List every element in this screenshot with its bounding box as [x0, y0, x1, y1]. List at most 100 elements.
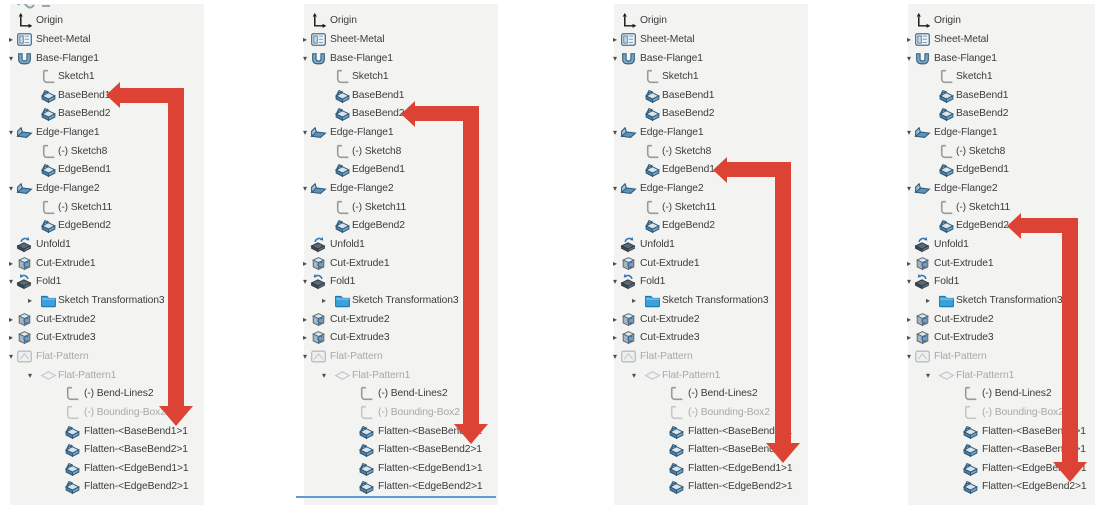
tree-item-base-flange1[interactable]: ▾Base-Flange1 — [2, 49, 207, 68]
tree-item-flat-pattern[interactable]: ▾Flat-Pattern — [606, 347, 811, 366]
chevron-down-icon[interactable]: ▾ — [612, 351, 617, 361]
tree-item-cut-extrude2[interactable]: ▸Cut-Extrude2 — [606, 310, 811, 329]
tree-item-edge-flange2[interactable]: ▾Edge-Flange2 — [606, 179, 811, 198]
chevron-down-icon[interactable]: ▾ — [8, 128, 13, 138]
tree-item-flat-pattern1[interactable]: ▾Flat-Pattern1 — [2, 366, 207, 385]
tree-item-fold1[interactable]: ▾Fold1 — [296, 272, 501, 291]
tree-item-edgebend1[interactable]: EdgeBend1 — [296, 160, 501, 179]
chevron-down-icon[interactable]: ▾ — [8, 184, 13, 194]
tree-item-sketch-transformation3[interactable]: ▸Sketch Transformation3 — [900, 291, 1095, 310]
chevron-down-icon[interactable]: ▾ — [302, 53, 307, 63]
tree-item-edgebend2[interactable]: EdgeBend2 — [606, 216, 811, 235]
tree-item-basebend2[interactable]: BaseBend2 — [606, 104, 811, 123]
tree-item-sketch1[interactable]: Sketch1 — [296, 67, 501, 86]
chevron-down-icon[interactable]: ▾ — [906, 53, 911, 63]
tree-item-edgebend2[interactable]: EdgeBend2 — [2, 216, 207, 235]
tree-item-flat-pattern[interactable]: ▾Flat-Pattern — [900, 347, 1095, 366]
tree-item-flatten-basebend1-1[interactable]: Flatten-<BaseBend1>1 — [2, 422, 207, 441]
tree-item-basebend1[interactable]: BaseBend1 — [606, 86, 811, 105]
tree-item-flat-pattern[interactable]: ▾Flat-Pattern — [296, 347, 501, 366]
tree-item-sketch8[interactable]: (-) Sketch8 — [2, 142, 207, 161]
tree-item-cut-extrude2[interactable]: ▸Cut-Extrude2 — [296, 310, 501, 329]
tree-item-edgebend2[interactable]: EdgeBend2 — [296, 216, 501, 235]
chevron-down-icon[interactable]: ▾ — [612, 277, 617, 287]
tree-item-sheet-metal[interactable]: ▸Sheet-Metal — [606, 30, 811, 49]
tree-item-origin[interactable]: Origin — [296, 11, 501, 30]
tree-item-edgebend1[interactable]: EdgeBend1 — [900, 160, 1095, 179]
tree-item-flatten-basebend2-1[interactable]: Flatten-<BaseBend2>1 — [900, 440, 1095, 459]
tree-item-edge-flange2[interactable]: ▾Edge-Flange2 — [296, 179, 501, 198]
tree-item-origin[interactable]: Origin — [606, 11, 811, 30]
tree-item-sketch11[interactable]: (-) Sketch11 — [606, 198, 811, 217]
chevron-right-icon[interactable]: ▸ — [27, 295, 32, 305]
tree-item-fold1[interactable]: ▾Fold1 — [606, 272, 811, 291]
tree-item-flatten-basebend2-1[interactable]: Flatten-<BaseBend2>1 — [2, 440, 207, 459]
tree-item-bounding-box2[interactable]: (-) Bounding-Box2 — [606, 403, 811, 422]
tree-item-basebend2[interactable]: BaseBend2 — [296, 104, 501, 123]
tree-item-edge-flange1[interactable]: ▾Edge-Flange1 — [606, 123, 811, 142]
chevron-right-icon[interactable]: ▸ — [321, 295, 326, 305]
tree-item-cut-extrude3[interactable]: ▸Cut-Extrude3 — [900, 328, 1095, 347]
chevron-right-icon[interactable]: ▸ — [906, 258, 911, 268]
chevron-right-icon[interactable]: ▸ — [906, 314, 911, 324]
tree-item-flatten-basebend2-1[interactable]: Flatten-<BaseBend2>1 — [606, 440, 811, 459]
tree-item-basebend1[interactable]: BaseBend1 — [296, 86, 501, 105]
tree-item-sketch-transformation3[interactable]: ▸Sketch Transformation3 — [606, 291, 811, 310]
tree-item-unfold1[interactable]: Unfold1 — [606, 235, 811, 254]
chevron-right-icon[interactable]: ▸ — [631, 295, 636, 305]
tree-item-flatten-edgebend1-1[interactable]: Flatten-<EdgeBend1>1 — [900, 459, 1095, 478]
chevron-right-icon[interactable]: ▸ — [906, 34, 911, 44]
tree-item-edge-flange1[interactable]: ▾Edge-Flange1 — [296, 123, 501, 142]
tree-item-flatten-basebend1-1[interactable]: Flatten-<BaseBend1>1 — [296, 422, 501, 441]
chevron-right-icon[interactable]: ▸ — [612, 333, 617, 343]
tree-item-flat-pattern[interactable]: ▾Flat-Pattern — [2, 347, 207, 366]
chevron-down-icon[interactable]: ▾ — [906, 184, 911, 194]
tree-item-sheet-metal[interactable]: ▸Sheet-Metal — [296, 30, 501, 49]
tree-item-unfold1[interactable]: Unfold1 — [296, 235, 501, 254]
chevron-right-icon[interactable]: ▸ — [302, 314, 307, 324]
tree-item-flatten-edgebend2-1[interactable]: Flatten-<EdgeBend2>1 — [296, 477, 501, 496]
chevron-down-icon[interactable]: ▾ — [612, 128, 617, 138]
tree-item-fold1[interactable]: ▾Fold1 — [900, 272, 1095, 291]
tree-item-basebend1[interactable]: BaseBend1 — [900, 86, 1095, 105]
tree-item-flatten-basebend1-1[interactable]: Flatten-<BaseBend1>1 — [606, 422, 811, 441]
tree-item-sketch11[interactable]: (-) Sketch11 — [2, 198, 207, 217]
chevron-down-icon[interactable]: ▾ — [906, 351, 911, 361]
tree-item-base-flange1[interactable]: ▾Base-Flange1 — [606, 49, 811, 68]
tree-item-edge-flange1[interactable]: ▾Edge-Flange1 — [900, 123, 1095, 142]
chevron-right-icon[interactable]: ▸ — [8, 314, 13, 324]
tree-item-unfold1[interactable]: Unfold1 — [2, 235, 207, 254]
tree-item-cut-extrude1[interactable]: ▸Cut-Extrude1 — [2, 254, 207, 273]
tree-item-basebend1[interactable]: BaseBend1 — [2, 86, 207, 105]
chevron-down-icon[interactable]: ▾ — [925, 370, 930, 380]
tree-item-sketch1[interactable]: Sketch1 — [2, 67, 207, 86]
chevron-down-icon[interactable]: ▾ — [321, 370, 326, 380]
tree-item-sheet-metal[interactable]: ▸Sheet-Metal — [900, 30, 1095, 49]
rollback-bar[interactable] — [296, 496, 496, 498]
chevron-down-icon[interactable]: ▾ — [906, 128, 911, 138]
tree-item-bounding-box2[interactable]: (-) Bounding-Box2 — [2, 403, 207, 422]
chevron-down-icon[interactable]: ▾ — [302, 184, 307, 194]
chevron-down-icon[interactable]: ▾ — [302, 128, 307, 138]
chevron-right-icon[interactable]: ▸ — [612, 258, 617, 268]
tree-item-sketch11[interactable]: (-) Sketch11 — [296, 198, 501, 217]
tree-item-base-flange1[interactable]: ▾Base-Flange1 — [900, 49, 1095, 68]
chevron-down-icon[interactable]: ▾ — [631, 370, 636, 380]
tree-item-fold1[interactable]: ▾Fold1 — [2, 272, 207, 291]
tree-item-sketch-transformation3[interactable]: ▸Sketch Transformation3 — [296, 291, 501, 310]
tree-item-flatten-edgebend1-1[interactable]: Flatten-<EdgeBend1>1 — [606, 459, 811, 478]
tree-item-edgebend2[interactable]: EdgeBend2 — [900, 216, 1095, 235]
tree-item-sketch8[interactable]: (-) Sketch8 — [606, 142, 811, 161]
chevron-down-icon[interactable]: ▾ — [612, 53, 617, 63]
tree-item-edgebend1[interactable]: EdgeBend1 — [606, 160, 811, 179]
tree-item-flat-pattern1[interactable]: ▾Flat-Pattern1 — [900, 366, 1095, 385]
tree-item-flat-pattern1[interactable]: ▾Flat-Pattern1 — [296, 366, 501, 385]
tree-item-bounding-box2[interactable]: (-) Bounding-Box2 — [900, 403, 1095, 422]
chevron-right-icon[interactable]: ▸ — [302, 258, 307, 268]
tree-item-unfold1[interactable]: Unfold1 — [900, 235, 1095, 254]
chevron-right-icon[interactable]: ▸ — [8, 34, 13, 44]
chevron-right-icon[interactable]: ▸ — [925, 295, 930, 305]
tree-item-flatten-edgebend2-1[interactable]: Flatten-<EdgeBend2>1 — [900, 477, 1095, 496]
tree-item-cut-extrude3[interactable]: ▸Cut-Extrude3 — [2, 328, 207, 347]
tree-item-origin[interactable]: Origin — [900, 11, 1095, 30]
